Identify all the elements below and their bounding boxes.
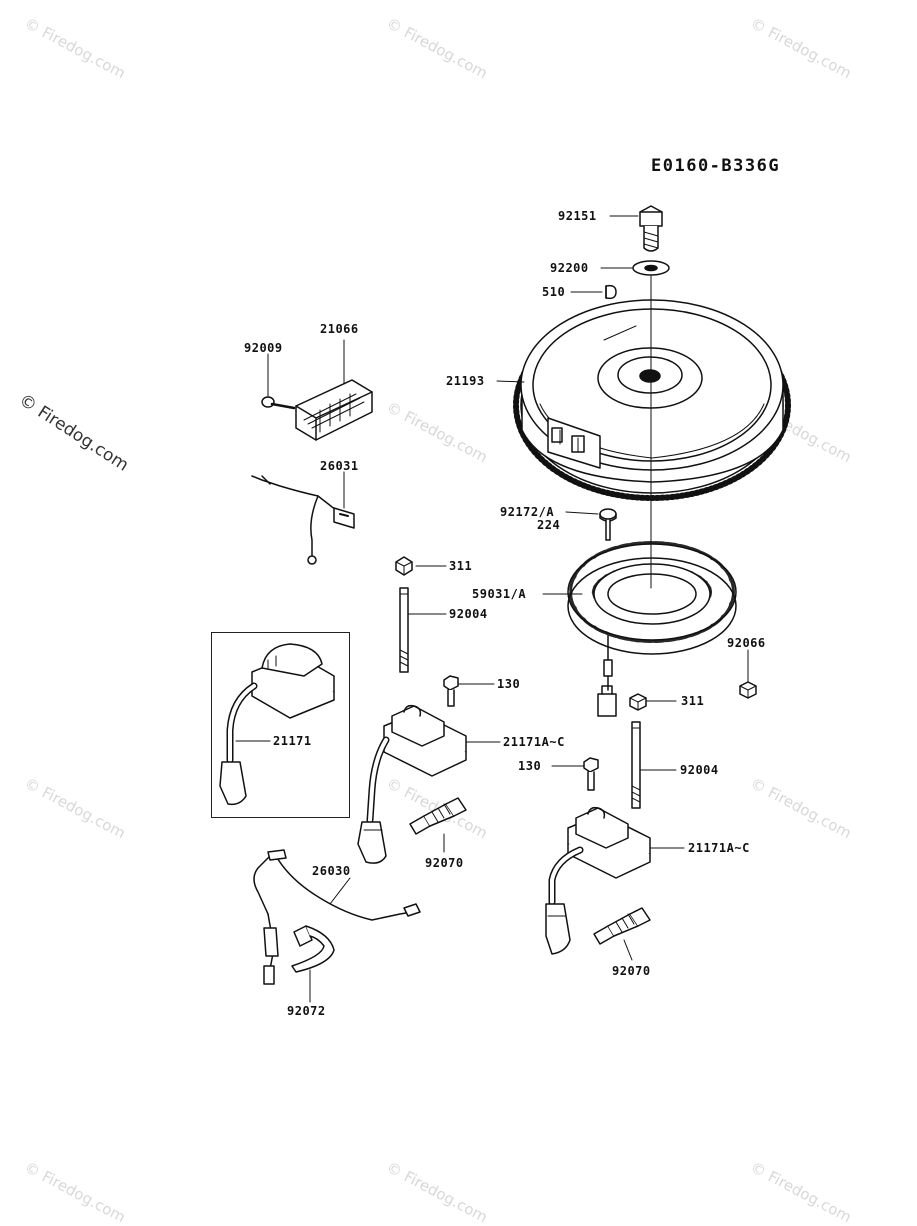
label-21193[interactable]: 21193: [446, 374, 485, 388]
nut-311-right: [629, 693, 647, 711]
label-92004-left[interactable]: 92004: [449, 607, 488, 621]
label-130-lower[interactable]: 130: [518, 759, 542, 773]
harness-26031: [251, 475, 355, 565]
spark-plug-upper: [409, 797, 467, 835]
stud-92004-right: [631, 721, 641, 809]
bolt-130-upper: [443, 675, 459, 707]
label-92070-upper[interactable]: 92070: [425, 856, 464, 870]
leader-lines: [235, 215, 749, 1003]
flywheel-21193: [513, 299, 791, 501]
harness-26030: [253, 849, 421, 985]
ignition-coil-inset-frame: [211, 632, 350, 818]
label-92004-right[interactable]: 92004: [680, 763, 719, 777]
label-21171[interactable]: 21171: [273, 734, 312, 748]
bolt-92172A: [599, 508, 617, 541]
ignition-coil-21171: [219, 643, 335, 806]
label-21066[interactable]: 21066: [320, 322, 359, 336]
bolt-92151: [639, 205, 663, 252]
ignition-coil-upper: [357, 704, 467, 864]
washer-92200: [632, 260, 670, 276]
label-224[interactable]: 224: [537, 518, 561, 532]
label-510[interactable]: 510: [542, 285, 566, 299]
regulator-21066: [295, 379, 373, 441]
stud-92004-left: [399, 587, 409, 673]
label-92151[interactable]: 92151: [558, 209, 597, 223]
label-26031[interactable]: 26031: [320, 459, 359, 473]
label-92066[interactable]: 92066: [727, 636, 766, 650]
label-92070-lower[interactable]: 92070: [612, 964, 651, 978]
label-92200[interactable]: 92200: [550, 261, 589, 275]
label-26030[interactable]: 26030: [312, 864, 351, 878]
label-92072[interactable]: 92072: [287, 1004, 326, 1018]
nut-311-left: [395, 556, 413, 576]
label-92172A[interactable]: 92172/A: [500, 505, 555, 519]
label-92009[interactable]: 92009: [244, 341, 283, 355]
label-59031A[interactable]: 59031/A: [472, 587, 527, 601]
label-311-left[interactable]: 311: [449, 559, 473, 573]
stator-59031A: [567, 541, 737, 717]
ignition-coil-lower: [545, 806, 651, 955]
bolt-130-lower: [583, 757, 599, 791]
parts-drawing: [219, 205, 791, 1003]
clamp-92072: [291, 925, 335, 973]
label-21171A-C-upper[interactable]: 21171A~C: [503, 735, 565, 749]
screw-92009: [261, 396, 296, 410]
label-21171A-C-lower[interactable]: 21171A~C: [688, 841, 750, 855]
label-130-upper[interactable]: 130: [497, 677, 521, 691]
spark-plug-lower: [593, 907, 651, 945]
key-510: [605, 284, 617, 300]
nut-92066: [739, 681, 757, 699]
diagram-code: E0160-B336G: [651, 156, 781, 176]
label-311-right[interactable]: 311: [681, 694, 705, 708]
